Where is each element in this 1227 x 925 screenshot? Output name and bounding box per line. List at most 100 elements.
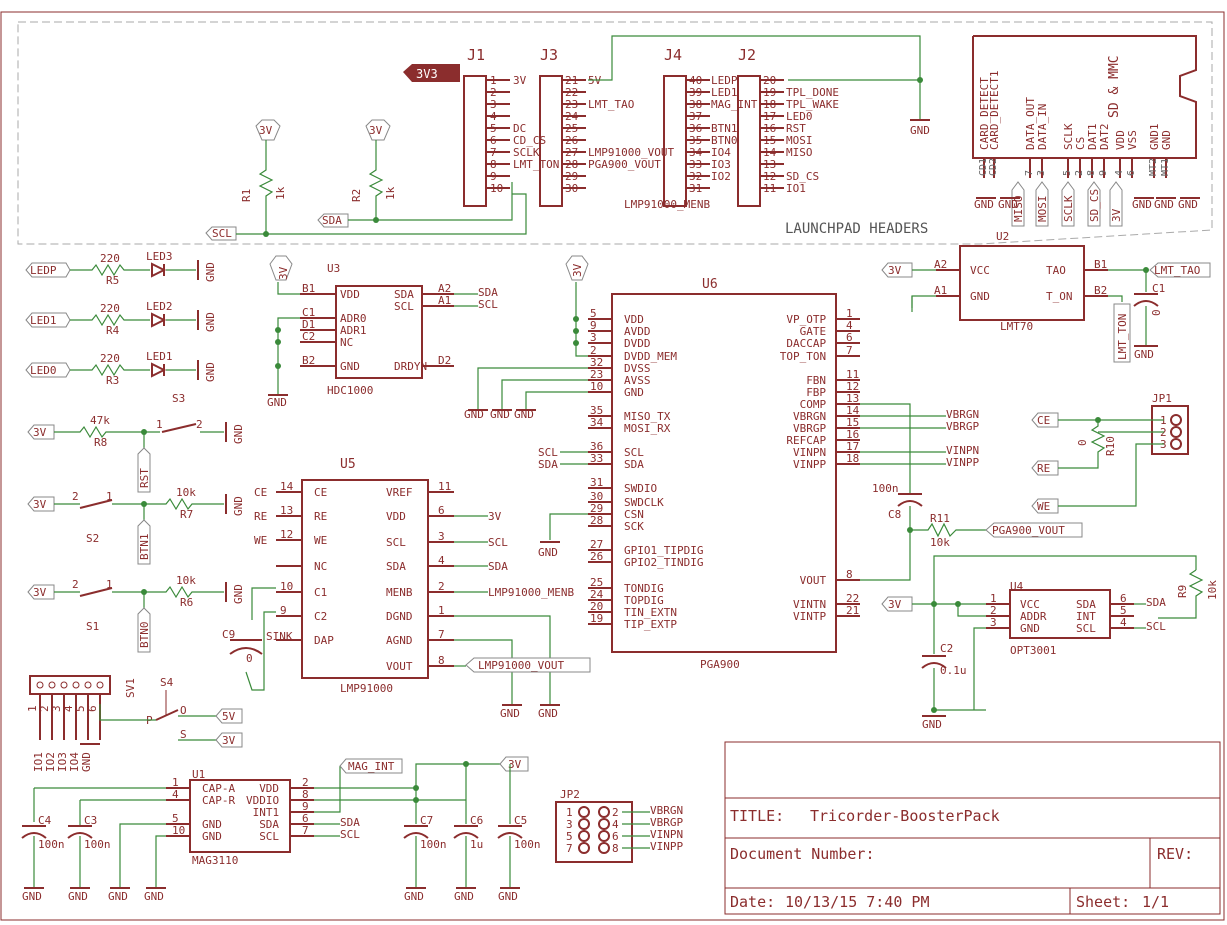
- sd-pin-name: SCLK: [1062, 123, 1075, 150]
- c1-label: C1: [1152, 282, 1165, 295]
- sv1-net: GND: [80, 752, 93, 772]
- r9-value: 10k: [1206, 580, 1219, 600]
- sd-pin-num: 3: [1036, 170, 1047, 176]
- u5-pin-name: AGND: [386, 634, 413, 647]
- c9-value: 0: [246, 652, 253, 665]
- j1pins-pin: 3: [490, 98, 497, 111]
- u1-pin-num: 6: [302, 812, 309, 825]
- u5-pin-name: SDA: [386, 560, 406, 573]
- u5-pin-name: VOUT: [386, 660, 413, 673]
- j4pins-net: IO3: [711, 158, 731, 171]
- u6-pin-num: 5: [590, 307, 597, 320]
- u1-cap-value: 100n: [38, 838, 65, 851]
- j3pins-pin: 28: [565, 158, 578, 171]
- led-res-value: 220: [100, 252, 120, 265]
- u6-pin-num: 28: [590, 514, 603, 527]
- jp1-r10-value: 0: [1076, 439, 1089, 446]
- u5-vout-tag: LMP91000_VOUT: [478, 659, 564, 672]
- u4-pin-name: VCC: [1020, 598, 1040, 611]
- jp2-net: VBRGN: [650, 804, 683, 817]
- j4pins-pin: 32: [689, 170, 702, 183]
- u6-scl-net: SCL: [538, 446, 558, 459]
- jp2-pin: 2: [612, 806, 619, 819]
- j2pins-pin: 13: [763, 158, 776, 171]
- u6-pin-name: TOPDIG: [624, 594, 664, 607]
- j4pins-pin: 33: [689, 158, 702, 171]
- sd-pin-num: MT1: [1160, 158, 1171, 176]
- sd-pin-name: CARD_DETECT1: [988, 71, 1001, 150]
- u5-pin-name: VDD: [386, 510, 406, 523]
- sw-net-tag: RST: [138, 468, 151, 488]
- u6-pin-name: VBRGN: [793, 410, 826, 423]
- led-res-label: R5: [106, 274, 119, 287]
- j1pins-pin: 10: [490, 182, 503, 195]
- sd-pin-name: DATA_OUT: [1024, 97, 1037, 150]
- sv1-pin: 5: [74, 705, 87, 712]
- u5-gnd-1: GND: [500, 707, 520, 720]
- u6-pin-num: 15: [846, 416, 859, 429]
- sd-net-tag: 3V: [1110, 208, 1123, 222]
- sv1-pin: 4: [62, 705, 75, 712]
- u1-pin-num: 7: [302, 824, 309, 837]
- u6-pin-num: 4: [846, 319, 853, 332]
- r1-value: 1k: [274, 186, 287, 200]
- u1-sda-net: SDA: [340, 816, 360, 829]
- u5-left-net: CE: [254, 486, 267, 499]
- sv1-pin: 1: [26, 705, 39, 712]
- j3pins-pin: 24: [565, 110, 579, 123]
- sw-pin1: 1: [156, 418, 163, 431]
- u4-pin-name: SCL: [1076, 622, 1096, 635]
- led-net-tag: LED1: [30, 314, 57, 327]
- lmt-tao-tag: LMT_TAO: [1154, 264, 1200, 277]
- u6-right-net: VBRGN: [946, 408, 979, 421]
- u5-pin-num: 1: [438, 604, 445, 617]
- r2-value: 1k: [384, 186, 397, 200]
- j1pins-pin: 5: [490, 122, 497, 135]
- u1-pin-num: 1: [172, 776, 179, 789]
- sd-pin-name: CARD_DETECT: [978, 77, 991, 150]
- u1-cap-gnd: GND: [454, 890, 474, 903]
- u6-pin-name: TONDIG: [624, 582, 664, 595]
- sd-net-tag: MOSI: [1036, 196, 1049, 223]
- j3pins-pin: 23: [565, 98, 578, 111]
- u1-pin-name: GND: [202, 818, 222, 831]
- u5-pin-name: WE: [314, 534, 327, 547]
- s4-3v: 3V: [222, 734, 236, 747]
- u6-ref: U6: [702, 277, 718, 292]
- j1pins-pin: 7: [490, 146, 497, 159]
- j4pins-net: LED1: [711, 86, 738, 99]
- j1pins-net: SCLK: [513, 146, 540, 159]
- led-res-label: R3: [106, 374, 119, 387]
- sw-gnd: GND: [232, 424, 245, 444]
- u2-pin-num: B2: [1094, 284, 1107, 297]
- sd-pin-name: GND: [1160, 130, 1173, 150]
- u1-cap-ref: C4: [38, 814, 52, 827]
- sw-res-value: 47k: [90, 414, 110, 427]
- j2pins-pin: 12: [763, 170, 776, 183]
- sw-pin1: 1: [106, 578, 113, 591]
- j2pins-pin: 19: [763, 86, 776, 99]
- u1-pin-name: SCL: [259, 830, 279, 843]
- u6-pin-num: 21: [846, 604, 859, 617]
- u3-gnd: GND: [267, 396, 287, 409]
- led-res-value: 220: [100, 352, 120, 365]
- sw-pin1: 1: [106, 490, 113, 503]
- u6-pin-name: DVSS: [624, 362, 651, 375]
- u6-pin-num: 13: [846, 392, 859, 405]
- u6-pin-num: 7: [846, 344, 853, 357]
- sd-pin-num: 4: [1114, 170, 1125, 176]
- jp1-we: WE: [1037, 500, 1050, 513]
- led-res-label: R4: [106, 324, 120, 337]
- lmt-ton-tag: LMT_TON: [1116, 314, 1129, 360]
- u3-3v-label: 3V: [277, 266, 290, 280]
- u6-pin-num: 10: [590, 380, 603, 393]
- u5-left-net: RE: [254, 510, 267, 523]
- j2pins-net: TPL_DONE: [786, 86, 839, 99]
- led-label: LED2: [146, 300, 173, 313]
- u2-pin-name: TAO: [1046, 264, 1066, 277]
- u3-pin-num: A2: [438, 282, 451, 295]
